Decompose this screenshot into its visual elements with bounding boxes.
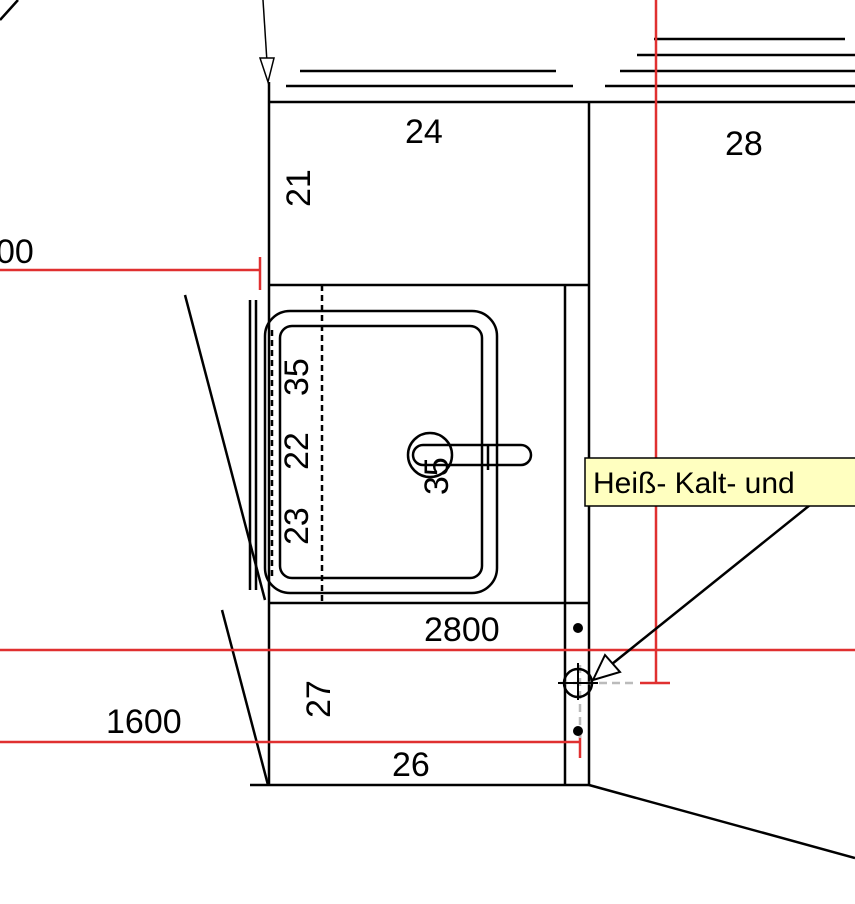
cabinet-outlines: [183, 82, 855, 860]
label-35-faucet: 35: [418, 457, 456, 495]
label-24: 24: [405, 113, 443, 151]
callout-text: Heiß- Kalt- und: [593, 467, 795, 500]
label-21: 21: [280, 169, 318, 207]
label-23: 23: [278, 507, 316, 545]
label-26: 26: [392, 746, 430, 784]
wall-lines: [268, 37, 855, 104]
section-arrow: [258, 0, 275, 85]
screw-icon: [573, 623, 583, 633]
dimension-2800: 2800: [424, 611, 500, 649]
dimension-lines: [0, 0, 855, 758]
label-22: 22: [278, 432, 316, 470]
arc-fragment: [0, 0, 19, 21]
callout-label: Heiß- Kalt- und: [584, 457, 855, 507]
dimension-1600: 1600: [106, 703, 182, 741]
label-27: 27: [300, 680, 338, 718]
screw-icon: [573, 726, 583, 736]
label-28: 28: [725, 125, 763, 163]
faucet: [406, 431, 533, 479]
sink: [263, 309, 499, 595]
label-35-side: 35: [278, 358, 316, 396]
callout-arrow: [591, 504, 811, 682]
dimension-00: 00: [0, 233, 34, 271]
water-connection: [558, 623, 635, 740]
